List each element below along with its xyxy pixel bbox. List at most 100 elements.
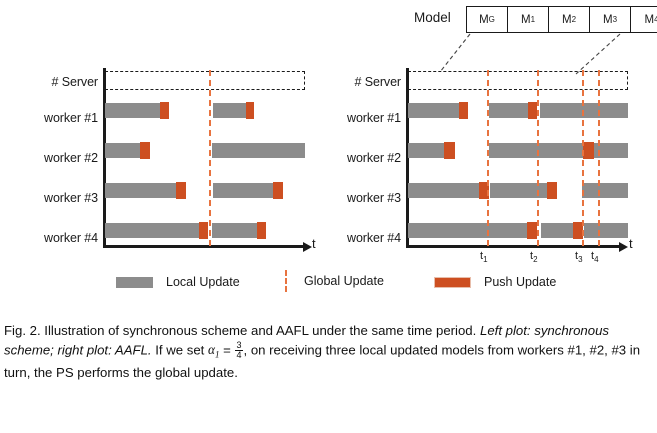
right-time-axis-label: t	[629, 236, 633, 251]
push-update-block	[176, 182, 186, 199]
legend-item-local-update: Local Update	[116, 275, 240, 289]
local-update-block	[212, 143, 305, 158]
legend-swatch-push-update-icon	[434, 276, 471, 288]
caption-alpha-symbol: α	[208, 342, 215, 357]
push-update-block	[528, 102, 537, 119]
global-update-line	[487, 70, 489, 246]
local-update-block	[408, 223, 527, 238]
right-x-axis	[406, 245, 619, 248]
push-update-block	[257, 222, 266, 239]
local-update-block	[489, 103, 528, 118]
push-update-block	[140, 142, 150, 159]
global-update-line	[537, 70, 539, 246]
model-cell-subscript: 3	[612, 15, 618, 24]
tick-label-t1: t1	[480, 250, 488, 265]
local-update-block	[582, 183, 628, 198]
legend: Local Update Global Update Push Update	[0, 270, 657, 300]
legend-item-global-update: Global Update	[268, 270, 384, 292]
legend-item-push-update: Push Update	[434, 275, 556, 289]
right-x-axis-arrow-icon	[619, 241, 628, 252]
push-update-block	[246, 102, 254, 119]
local-update-block	[594, 143, 628, 158]
push-update-block	[583, 142, 594, 159]
left-x-axis-arrow-icon	[303, 241, 312, 252]
model-label: Model	[414, 10, 451, 25]
model-cell-subscript: 1	[530, 15, 536, 24]
left-global-update-lines	[209, 70, 211, 246]
local-update-block	[105, 103, 160, 118]
legend-label-push-update: Push Update	[484, 275, 557, 289]
caption-italic: Left plot: synchronous scheme; right plo…	[4, 323, 610, 357]
right-server-window	[408, 71, 628, 90]
left-row-label-worker-4: worker #4	[44, 231, 98, 245]
right-row-label-worker-4: worker #4	[347, 231, 401, 245]
caption-prefix: Fig. 2. Illustration of synchronous sche…	[4, 323, 480, 338]
caption-alpha: α1	[208, 342, 219, 360]
local-update-block	[105, 223, 199, 238]
left-x-axis	[103, 245, 303, 248]
right-y-axis	[406, 68, 409, 248]
model-cell-subscript: G	[488, 15, 495, 24]
left-server-window	[105, 71, 305, 90]
local-update-block	[541, 223, 573, 238]
legend-swatch-global-update-icon	[285, 270, 287, 292]
push-update-block	[273, 182, 283, 199]
local-update-block	[213, 183, 273, 198]
model-cell-base: M	[479, 13, 489, 26]
push-update-block	[479, 182, 489, 199]
figure-caption: Fig. 2. Illustration of synchronous sche…	[4, 322, 652, 383]
legend-label-global-update: Global Update	[304, 274, 384, 288]
right-row-label-server: # Server	[354, 75, 402, 89]
tick-label-t4: t4	[591, 250, 599, 265]
push-update-block	[444, 142, 455, 159]
caption-mid: If we set	[151, 342, 209, 357]
right-row-label-worker-3: worker #3	[347, 191, 401, 205]
legend-swatch-local-update-icon	[116, 276, 153, 288]
model-cell-base: M	[602, 13, 613, 26]
model-cell-base: M	[644, 13, 655, 26]
caption-fraction-denominator: 4	[236, 349, 242, 360]
left-bars-container	[105, 102, 305, 239]
left-time-axis-label: t	[312, 236, 316, 251]
local-update-block	[408, 183, 479, 198]
push-update-block	[160, 102, 169, 119]
local-update-block	[490, 183, 547, 198]
model-cell-base: M	[561, 13, 572, 26]
global-update-line	[209, 70, 211, 246]
left-row-label-worker-2: worker #2	[44, 151, 98, 165]
right-row-label-worker-2: worker #2	[347, 151, 401, 165]
legend-label-local-update: Local Update	[166, 275, 240, 289]
push-update-block	[573, 222, 583, 239]
local-update-block	[408, 143, 444, 158]
push-update-block	[527, 222, 537, 239]
push-update-block	[547, 182, 557, 199]
push-update-block	[199, 222, 208, 239]
left-row-label-worker-3: worker #3	[44, 191, 98, 205]
caption-equals: =	[219, 342, 235, 357]
model-cell-subscript: 4	[654, 15, 657, 24]
local-update-block	[213, 103, 246, 118]
local-update-block	[408, 103, 459, 118]
right-row-label-worker-1: worker #1	[347, 111, 401, 125]
caption-fraction-numerator: 3	[235, 339, 243, 351]
caption-suffix: , on receiving three local updated model…	[4, 342, 641, 381]
tick-label-t2: t2	[530, 250, 538, 265]
local-update-block	[105, 143, 140, 158]
local-update-block	[584, 223, 628, 238]
local-update-block	[540, 103, 628, 118]
right-bars-container	[408, 102, 628, 239]
model-cell-base: M	[520, 13, 531, 26]
right-global-update-lines	[487, 70, 600, 246]
left-row-label-worker-1: worker #1	[44, 111, 98, 125]
tick-label-t3: t3	[575, 250, 583, 265]
left-row-label-server: # Server	[51, 75, 99, 89]
push-update-block	[459, 102, 468, 119]
